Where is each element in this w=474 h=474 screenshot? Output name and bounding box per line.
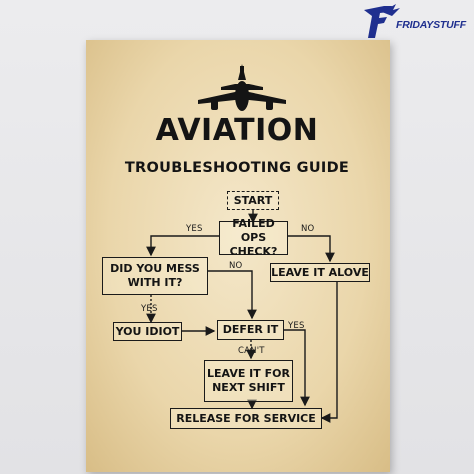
edge-label-yes: YES: [186, 224, 203, 234]
poster: [86, 40, 390, 472]
brand-watermark: FRIDAYSTUFF: [362, 4, 474, 40]
edge-label-yes: YES: [141, 304, 158, 314]
airplane-icon: [198, 64, 286, 111]
edge-label-cant: CAN'T: [238, 346, 265, 356]
node-leave-it-for-next-shift: LEAVE IT FOR NEXT SHIFT: [204, 360, 293, 402]
node-failed-ops-check: FAILED OPS CHECK?: [219, 217, 288, 258]
poster-title: AVIATION: [155, 113, 319, 148]
edge-label-no: NO: [229, 261, 243, 271]
node-did-you-mess: DID YOU MESS WITH IT?: [102, 257, 208, 295]
node-release-for-service: RELEASE FOR SERVICE: [170, 408, 322, 429]
node-you-idiot: YOU IDIOT: [113, 322, 182, 341]
node-leave-it-alove: LEAVE IT ALOVE: [270, 263, 370, 282]
f-eagle-logo-icon: [364, 4, 400, 38]
poster-subtitle: TROUBLESHOOTING GUIDE: [124, 160, 350, 176]
brand-name: FRIDAYSTUFF: [396, 19, 466, 31]
edge-label-yes: YES: [288, 321, 305, 331]
edge-label-no: NO: [301, 224, 315, 234]
node-defer-it: DEFER IT: [217, 320, 284, 340]
node-start: START: [227, 191, 279, 210]
